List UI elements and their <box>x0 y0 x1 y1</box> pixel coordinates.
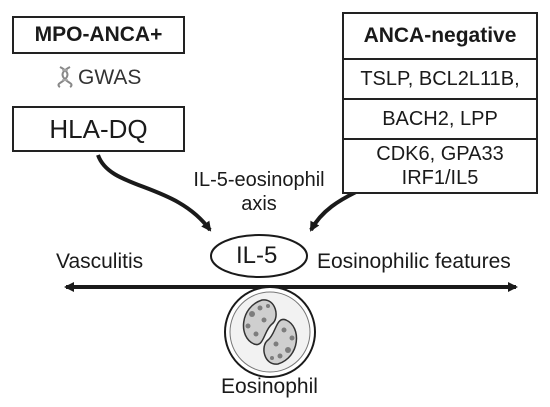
mpo-anca-header-box: MPO-ANCA+ <box>12 16 185 54</box>
hla-dq-box: HLA-DQ <box>12 106 185 152</box>
hla-dq-gene: HLA-DQ <box>49 113 148 144</box>
eosinophilic-features-label: Eosinophilic features <box>317 250 511 273</box>
anca-negative-group: ANCA-negative TSLP, BCL2L11B, BACH2, LPP… <box>342 12 538 194</box>
gene-row-1: TSLP, BCL2L11B, <box>344 60 536 100</box>
il5-label: IL-5 <box>236 242 278 269</box>
gwas-label: GWAS <box>78 66 142 89</box>
dna-icon <box>57 66 73 88</box>
eosinophil-cell-icon <box>224 286 316 378</box>
axis-label: IL-5-eosinophil axis <box>174 168 344 216</box>
il5-oval <box>210 234 308 278</box>
gene-text-1: TSLP, BCL2L11B, <box>360 67 520 90</box>
vasculitis-label: Vasculitis <box>56 250 144 273</box>
anca-negative-header-cell: ANCA-negative <box>344 14 536 60</box>
mpo-anca-header: MPO-ANCA+ <box>34 23 163 46</box>
arrow-left-to-il5 <box>96 154 212 232</box>
gene-text-4: IRF1/IL5 <box>401 167 479 189</box>
eosinophil-label: Eosinophil <box>221 375 318 398</box>
gene-row-2: BACH2, LPP <box>344 100 536 140</box>
gene-text-2: BACH2, LPP <box>382 107 498 130</box>
axis-label-line-2: axis <box>241 193 277 215</box>
axis-label-line-1: IL-5-eosinophil <box>193 169 325 191</box>
gene-text-3: CDK6, GPA33 <box>376 143 504 165</box>
anca-negative-header: ANCA-negative <box>363 24 517 47</box>
gene-row-3: CDK6, GPA33 IRF1/IL5 <box>344 140 536 192</box>
arrow-right-to-il5 <box>309 190 357 232</box>
